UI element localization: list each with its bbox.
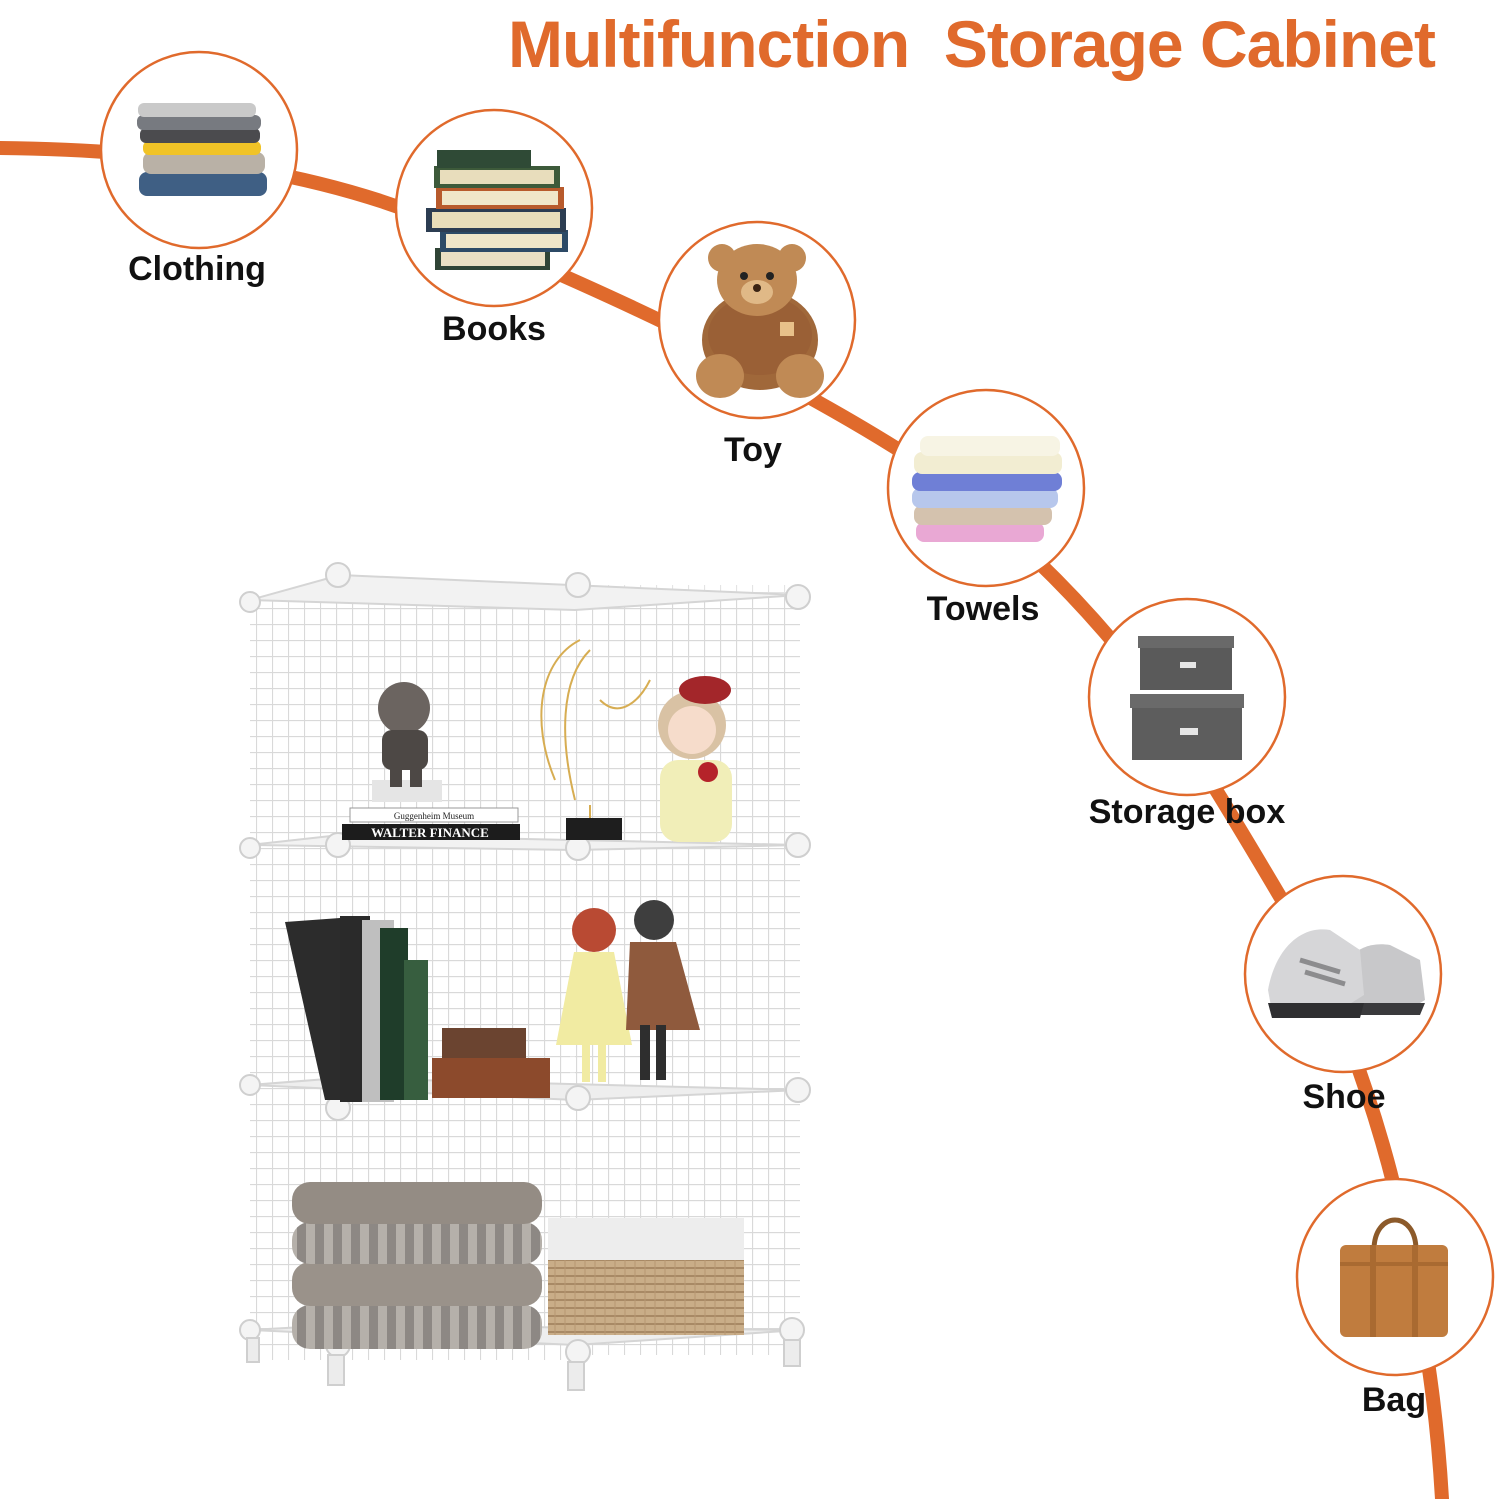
folded-blankets <box>292 1182 542 1349</box>
wire-grid-cabinet-illustration: Guggenheim Museum WALTER FINANCE <box>239 562 811 1391</box>
towel-stack-icon <box>912 436 1062 542</box>
label-books: Books <box>442 310 546 348</box>
label-bag: Bag <box>1361 1381 1427 1419</box>
folded-clothes-icon <box>137 103 267 196</box>
page-title: Multifunction Storage Cabinet <box>508 7 1436 81</box>
teddy-bear-icon <box>696 244 824 398</box>
gold-wire-sculpture <box>540 639 651 820</box>
label-toy: Toy <box>724 431 782 469</box>
book-spine-text-2: Guggenheim Museum <box>394 811 474 821</box>
label-shoe: Shoe <box>1302 1078 1386 1116</box>
label-clothing: Clothing <box>128 250 266 288</box>
sneakers-icon <box>1268 929 1425 1018</box>
doll-figurine <box>658 676 732 842</box>
books-middle <box>285 916 428 1102</box>
handbag-icon <box>1340 1217 1448 1337</box>
storage-box-icon <box>1130 636 1244 760</box>
wicker-basket <box>548 1218 744 1335</box>
figurine-dark <box>378 682 430 787</box>
label-towels: Towels <box>926 590 1040 628</box>
book-spine-text-1: WALTER FINANCE <box>371 825 489 840</box>
figurine-pair <box>556 900 700 1082</box>
label-storage-box: Storage box <box>1088 793 1286 831</box>
book-stack-icon <box>426 150 568 270</box>
